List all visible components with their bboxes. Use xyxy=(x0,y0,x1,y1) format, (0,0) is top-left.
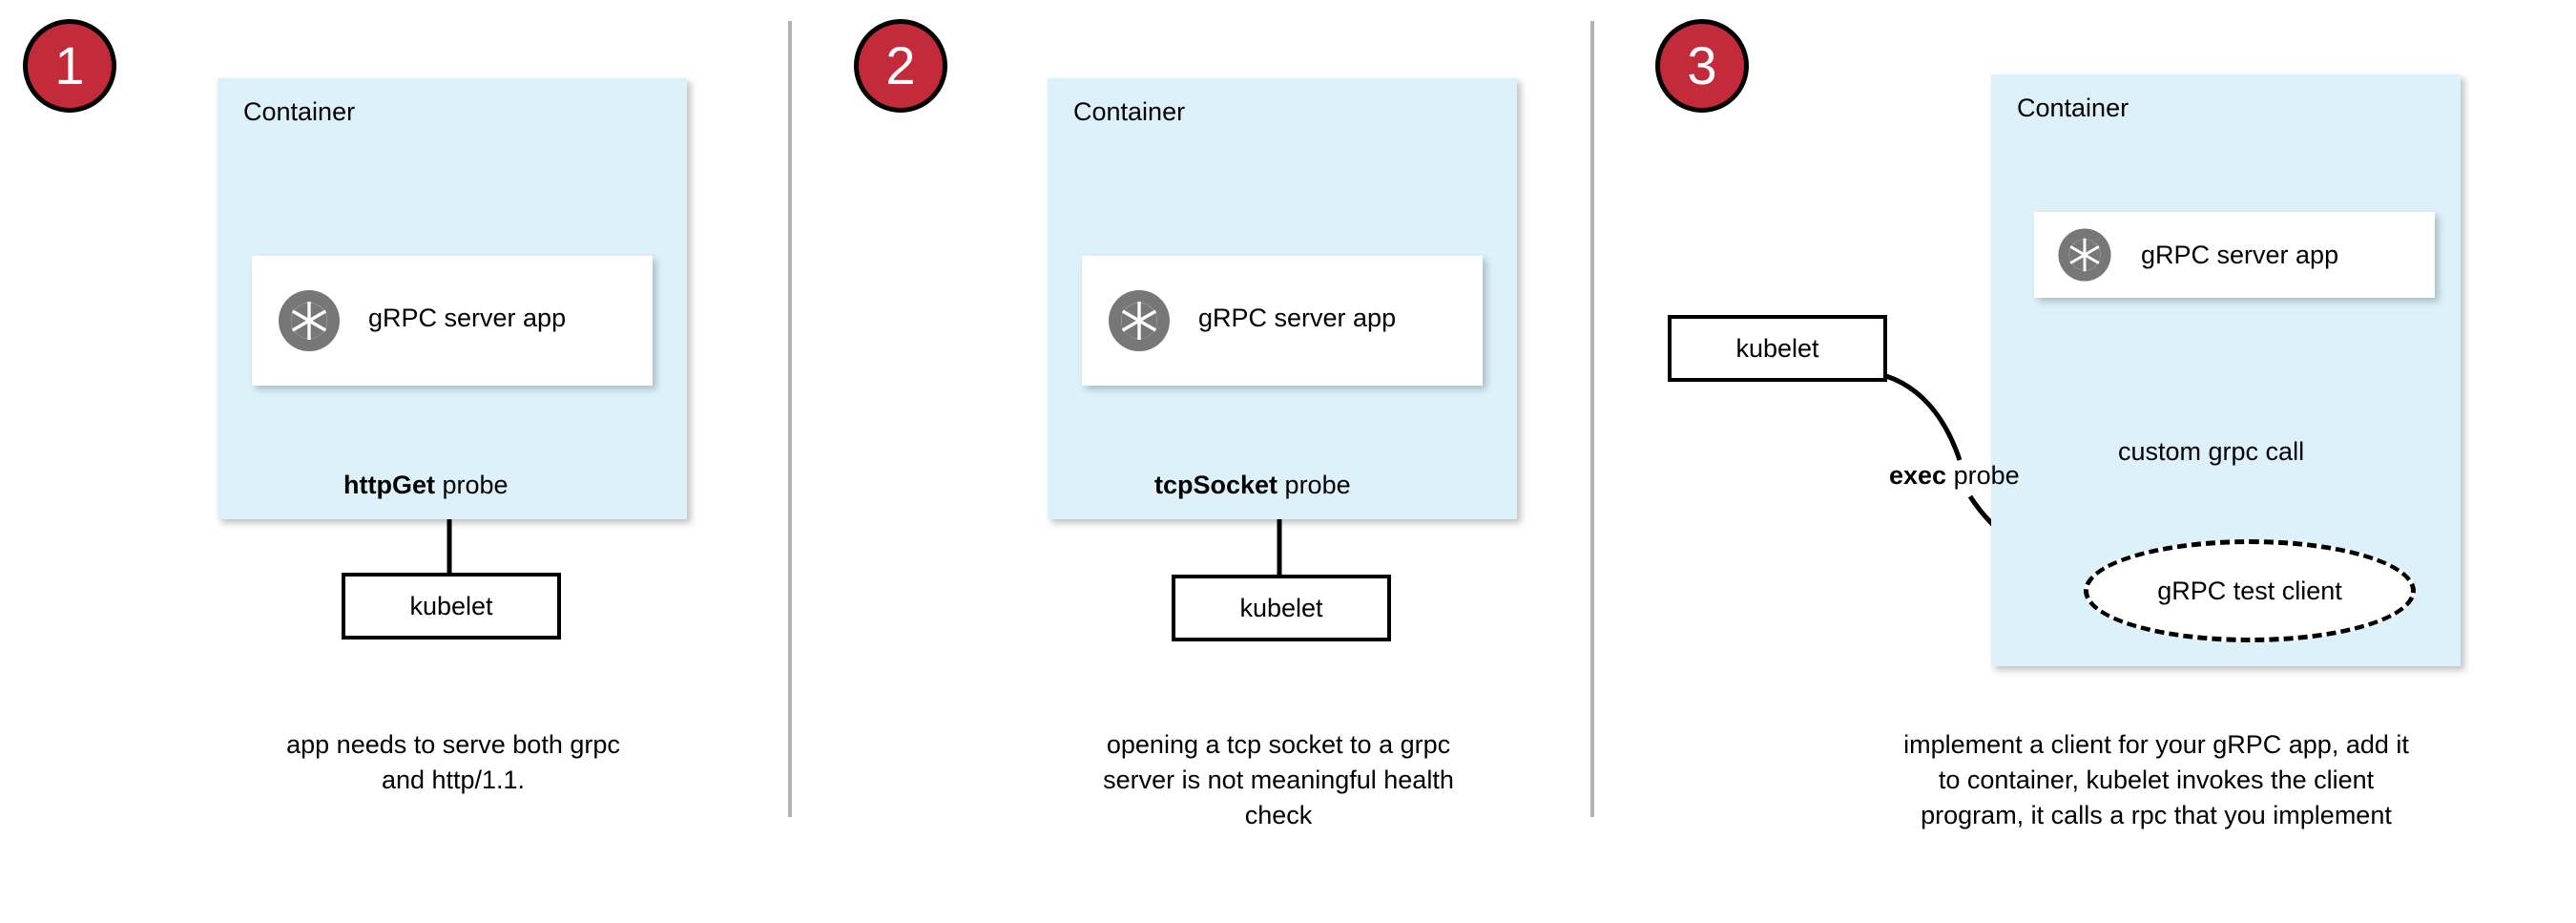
kubelet-box-3[interactable]: kubelet xyxy=(1668,315,1887,382)
panel-caption-1-line-2: and http/1.1. xyxy=(381,766,526,794)
grpc-test-client-oval[interactable]: gRPC test client xyxy=(2084,539,2416,642)
panel-divider-2 xyxy=(1590,21,1594,817)
grpc-aperture-icon xyxy=(279,290,340,351)
kubelet-box-1[interactable]: kubelet xyxy=(342,573,561,640)
probe-label-1: httpGet probe xyxy=(343,471,509,500)
grpc-aperture-icon xyxy=(2058,228,2111,282)
panel-caption-2-line-3: check xyxy=(1244,801,1313,829)
probe-label-2-bold: tcpSocket xyxy=(1154,471,1278,499)
panel-divider-1 xyxy=(788,21,792,817)
panel-caption-2: opening a tcp socket to a grpc server is… xyxy=(1030,727,1527,833)
step-badge-1: 1 xyxy=(23,19,116,113)
grpc-aperture-icon xyxy=(1109,290,1170,351)
probe-label-2: tcpSocket probe xyxy=(1154,471,1351,500)
arrow-exec-curve-upper xyxy=(1869,369,1963,461)
grpc-server-app-card-2[interactable]: gRPC server app xyxy=(1082,256,1483,386)
panel-caption-3-line-3: program, it calls a rpc that you impleme… xyxy=(1921,801,2392,829)
grpc-server-app-label-2: gRPC server app xyxy=(1198,304,1397,332)
panel-caption-2-line-2: server is not meaningful health xyxy=(1103,766,1454,794)
kubelet-label-1: kubelet xyxy=(409,591,493,620)
grpc-test-client-label: gRPC test client xyxy=(2157,576,2342,605)
kubelet-label-2: kubelet xyxy=(1239,593,1323,622)
panel-caption-2-line-1: opening a tcp socket to a grpc xyxy=(1106,730,1451,759)
grpc-server-app-label-1: gRPC server app xyxy=(368,304,567,332)
container-label-2: Container xyxy=(1073,97,1186,126)
probe-label-1-rest: probe xyxy=(434,471,509,499)
container-label-1: Container xyxy=(243,97,356,126)
grpc-server-app-label-3: gRPC server app xyxy=(2141,241,2339,269)
panel-caption-3-line-2: to container, kubelet invokes the client xyxy=(1938,766,2375,794)
panel-caption-3-line-1: implement a client for your gRPC app, ad… xyxy=(1903,730,2409,759)
probe-label-2-rest: probe xyxy=(1278,471,1351,499)
grpc-server-app-card-1[interactable]: gRPC server app xyxy=(252,256,653,386)
panel-caption-3: implement a client for your gRPC app, ad… xyxy=(1813,727,2500,833)
kubelet-label-3: kubelet xyxy=(1735,333,1819,363)
probe-label-1-bold: httpGet xyxy=(343,471,435,499)
panel-caption-1-line-1: app needs to serve both grpc xyxy=(286,730,620,759)
kubelet-box-2[interactable]: kubelet xyxy=(1172,575,1391,641)
panel-caption-1: app needs to serve both grpc and http/1.… xyxy=(219,727,687,798)
grpc-server-app-card-3[interactable]: gRPC server app xyxy=(2034,212,2435,298)
step-badge-3: 3 xyxy=(1655,19,1749,113)
probe-label-3-rest: probe xyxy=(1946,461,2020,490)
probe-label-3-bold: exec xyxy=(1889,461,1947,490)
container-label-3: Container xyxy=(2017,94,2129,122)
custom-grpc-call-label: custom grpc call xyxy=(2118,437,2305,466)
step-badge-2: 2 xyxy=(854,19,947,113)
probe-label-3: exec probe xyxy=(1889,461,2020,491)
